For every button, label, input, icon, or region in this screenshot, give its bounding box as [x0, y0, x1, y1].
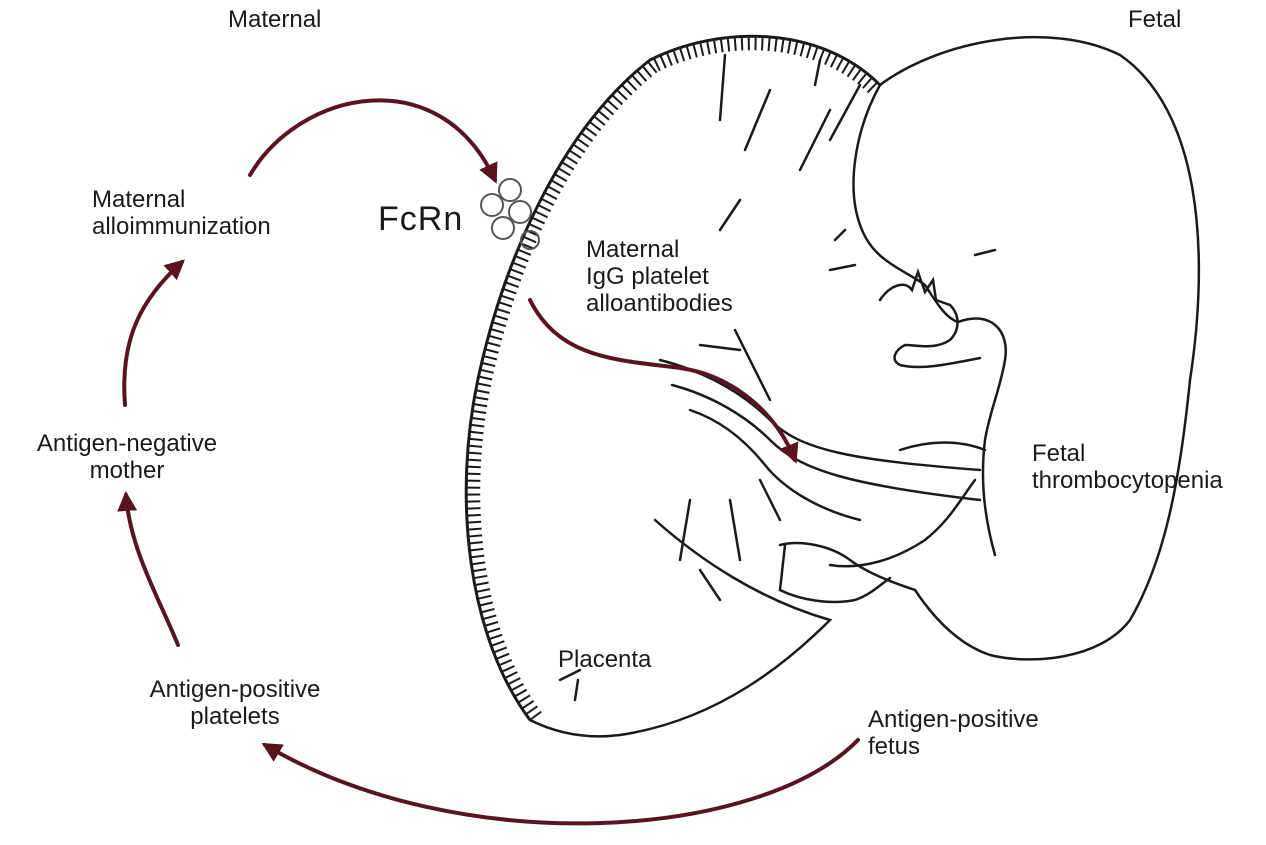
arrow-platelets-to-mother [126, 495, 178, 645]
label-maternal-alloimmunization: Maternal alloimmunization [92, 186, 312, 240]
label-antigen-negative-mother: Antigen-negative mother [12, 430, 242, 484]
label-maternal: Maternal [228, 6, 321, 33]
label-placenta: Placenta [558, 646, 651, 673]
label-maternal-igg: Maternal IgG platelet alloantibodies [586, 236, 733, 317]
arrow-fetus-to-platelets [265, 740, 858, 823]
label-fetal: Fetal [1128, 6, 1181, 33]
arrow-alloimmunization-to-fcrn [250, 100, 495, 180]
arrow-mother-to-alloimmunization [124, 262, 182, 405]
label-antigen-positive-platelets: Antigen-positive platelets [120, 676, 350, 730]
label-antigen-positive-fetus: Antigen-positive fetus [868, 706, 1039, 760]
arrow-fcrn-to-fetus [530, 300, 795, 460]
fcrn-receptor [481, 179, 539, 249]
label-fetal-thrombocytopenia: Fetal thrombocytopenia [1032, 440, 1223, 494]
fetus-outline [530, 37, 1199, 736]
label-fcrn: FcRn [378, 206, 463, 233]
